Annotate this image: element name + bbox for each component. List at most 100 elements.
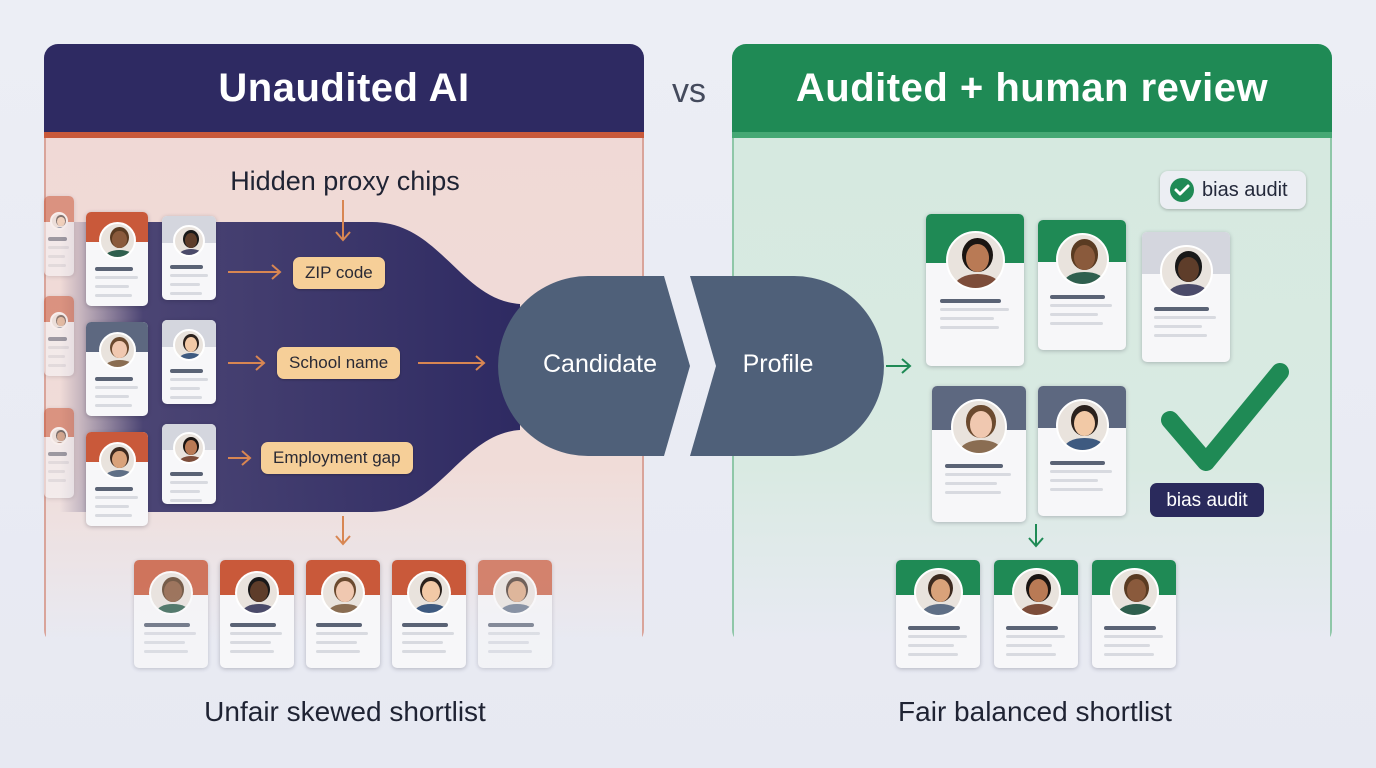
avatar <box>1160 245 1213 298</box>
card-text-line <box>170 369 203 373</box>
card-text-line <box>170 378 208 381</box>
card-text-line <box>170 292 202 295</box>
card-text-line <box>48 264 66 267</box>
card-text-line <box>95 496 138 499</box>
big-check-mark <box>1170 372 1280 462</box>
avatar <box>50 212 68 230</box>
card-text-line <box>945 491 1001 494</box>
card-text-line <box>1154 307 1209 311</box>
card-text-line <box>230 623 276 627</box>
avatar <box>173 432 205 464</box>
card-text-line <box>945 473 1011 476</box>
candidate-card <box>1092 560 1176 668</box>
candidate-card <box>220 560 294 668</box>
candidate-card <box>44 408 74 498</box>
avatar <box>1056 233 1109 286</box>
avatar <box>1012 568 1061 617</box>
bias-audit-badge-top: bias audit <box>1160 171 1306 209</box>
card-text-line <box>402 650 446 653</box>
card-text-line <box>1050 470 1112 473</box>
arrow-down-fair <box>1029 524 1043 546</box>
card-text-line <box>402 632 454 635</box>
card-text-line <box>908 635 967 638</box>
card-text-line <box>1104 635 1163 638</box>
card-text-line <box>48 461 69 464</box>
card-text-line <box>940 308 1009 311</box>
card-text-line <box>1006 653 1056 656</box>
card-text-line <box>488 623 534 627</box>
card-text-line <box>144 641 185 644</box>
card-text-line <box>1104 653 1154 656</box>
card-text-line <box>170 387 200 390</box>
card-text-line <box>488 650 532 653</box>
bias-audit-bottom-label: bias audit <box>1150 490 1264 512</box>
card-text-line <box>95 395 129 398</box>
card-text-line <box>48 237 67 241</box>
card-text-line <box>95 294 132 297</box>
card-text-line <box>95 404 132 407</box>
arrow-profile-out <box>886 359 910 373</box>
candidate-card <box>162 216 216 300</box>
card-text-line <box>402 623 448 627</box>
card-text-line <box>1050 295 1105 299</box>
card-text-line <box>1154 334 1207 337</box>
card-text-line <box>170 396 202 399</box>
avatar <box>149 571 193 615</box>
avatar <box>946 231 1005 290</box>
card-text-line <box>1050 479 1098 482</box>
arrow-down-proxy <box>336 200 350 240</box>
avatar <box>235 571 279 615</box>
candidate-card <box>162 320 216 404</box>
avatar <box>951 399 1007 455</box>
proxy-chips-title: Hidden proxy chips <box>190 166 500 197</box>
avatar <box>50 312 68 330</box>
card-text-line <box>488 641 529 644</box>
card-text-line <box>170 481 208 484</box>
card-text-line <box>170 274 208 277</box>
card-text-line <box>908 626 960 630</box>
candidate-card <box>86 322 148 416</box>
chip-zip-code: ZIP code <box>293 257 385 289</box>
card-text-line <box>1104 626 1156 630</box>
card-text-line <box>1006 635 1065 638</box>
check-circle-icon <box>1170 178 1194 202</box>
card-text-line <box>48 346 69 349</box>
card-text-line <box>144 650 188 653</box>
card-text-line <box>170 265 203 269</box>
card-text-line <box>1050 313 1098 316</box>
avatar <box>99 332 136 369</box>
card-text-line <box>945 464 1003 468</box>
candidate-card <box>162 424 216 504</box>
candidate-card <box>1038 386 1126 516</box>
card-text-line <box>48 470 65 473</box>
candidate-card <box>478 560 552 668</box>
card-text-line <box>316 623 362 627</box>
card-text-line <box>95 505 129 508</box>
avatar <box>914 568 963 617</box>
card-text-line <box>95 514 132 517</box>
card-text-line <box>95 267 133 271</box>
arrow-down-shortlist <box>336 516 350 544</box>
candidate-card <box>1038 220 1126 350</box>
candidate-card <box>86 212 148 306</box>
card-text-line <box>1050 322 1103 325</box>
card-text-line <box>95 487 133 491</box>
card-text-line <box>402 641 443 644</box>
avatar <box>1056 399 1109 452</box>
chip-employment-gap: Employment gap <box>261 442 413 474</box>
card-text-line <box>48 452 67 456</box>
card-text-line <box>170 490 200 493</box>
candidate-card <box>926 214 1024 366</box>
bias-audit-top-label: bias audit <box>1202 179 1288 202</box>
candidate-card <box>44 196 74 276</box>
avatar <box>1110 568 1159 617</box>
card-text-line <box>95 386 138 389</box>
card-text-line <box>1154 325 1202 328</box>
card-text-line <box>230 650 274 653</box>
candidate-card <box>994 560 1078 668</box>
card-text-line <box>488 632 540 635</box>
fair-shortlist-label: Fair balanced shortlist <box>840 696 1230 728</box>
card-text-line <box>144 623 190 627</box>
bias-audit-badge-bottom: bias audit <box>1150 483 1264 517</box>
card-text-line <box>908 644 954 647</box>
